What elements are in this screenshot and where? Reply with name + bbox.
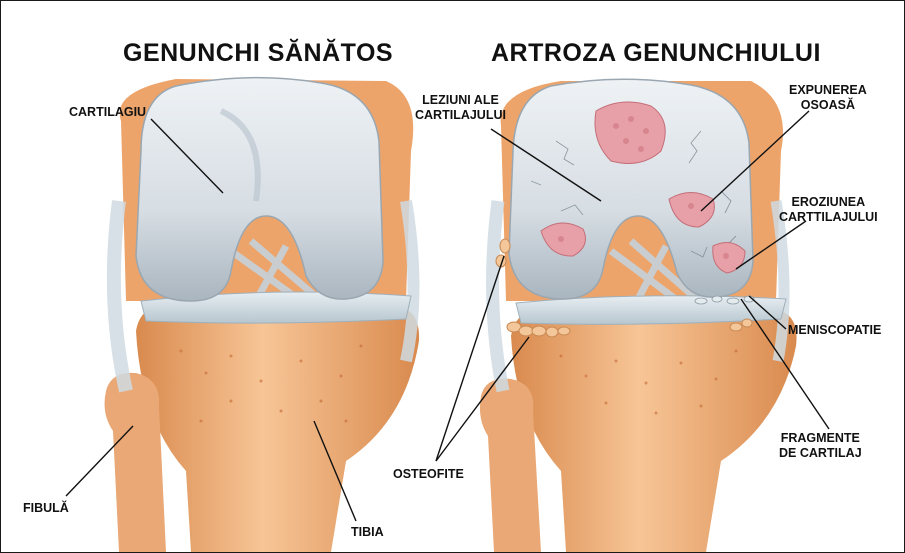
arthrosis-fibula bbox=[480, 379, 541, 552]
label-bone-exposure: EXPUNEREA OSOASĂ bbox=[789, 83, 867, 113]
arthrosis-tibia bbox=[511, 309, 797, 552]
label-tibia: TIBIA bbox=[351, 525, 384, 540]
label-cartilage: CARTILAGIU bbox=[69, 105, 146, 120]
label-fibula: FIBULĂ bbox=[23, 501, 69, 516]
label-cartilage-erosion: EROZIUNEA CARTTILAJULUI bbox=[779, 195, 878, 225]
healthy-ligament-right bbox=[406, 201, 414, 361]
label-cartilage-lesions: LEZIUNI ALE CARTILAJULUI bbox=[415, 93, 506, 123]
title-arthrosis: ARTROZA GENUNCHIULUI bbox=[491, 39, 821, 68]
arthrosis-knee bbox=[480, 79, 797, 552]
label-cartilage-fragments: FRAGMENTE DE CARTILAJ bbox=[779, 431, 862, 461]
title-healthy-knee: GENUNCHI SĂNĂTOS bbox=[123, 39, 393, 68]
healthy-tibia bbox=[136, 305, 419, 552]
label-meniscopathy: MENISCOPATIE bbox=[788, 323, 881, 338]
healthy-fibula bbox=[105, 373, 166, 552]
arthrosis-ligament-right bbox=[776, 201, 784, 361]
label-osteophytes: OSTEOFITE bbox=[393, 467, 464, 482]
healthy-knee bbox=[105, 78, 420, 552]
arthrosis-ligament-left bbox=[493, 201, 503, 391]
